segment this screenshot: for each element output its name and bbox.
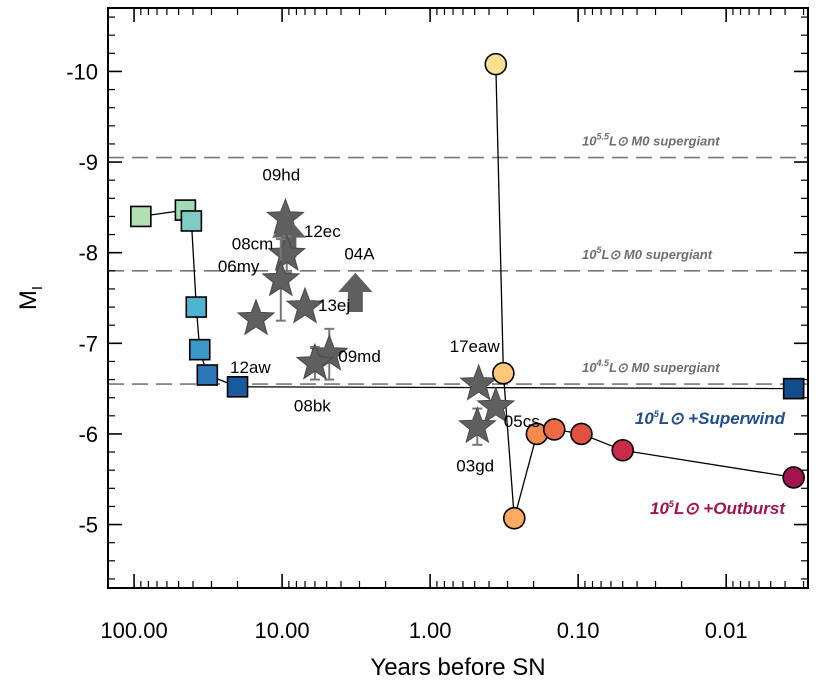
series-1-marker-6 (611, 438, 635, 462)
series-line-1 (495, 64, 794, 519)
progenitor-label-17eaw: 17eaw (450, 337, 501, 356)
series-label-0: 105L⊙ +Superwind (635, 409, 786, 428)
y-tick-label-0: -10 (66, 59, 98, 84)
series-0-marker-2 (180, 210, 203, 232)
x-tick-label-2: 1.00 (409, 618, 452, 643)
series-1-marker-1 (492, 361, 515, 385)
star-03gd (457, 406, 497, 444)
y-tick-label-5: -5 (78, 513, 98, 538)
progenitor-label-05cs: 05cs (504, 412, 540, 431)
reference-label-2: 104.5L⊙ M0 supergiant (582, 358, 720, 375)
star-12aw (236, 298, 276, 336)
progenitor-03gd (457, 406, 497, 446)
series-1-marker-2 (502, 506, 526, 530)
progenitor-label-13ej: 13ej (318, 296, 350, 315)
series-0-marker-3 (185, 296, 208, 318)
progenitor-08bk (295, 342, 335, 381)
series-0-marker-7 (782, 377, 805, 400)
reference-label-0: 105.5L⊙ M0 supergiant (582, 132, 720, 149)
progenitor-label-08cm: 08cm (232, 235, 274, 254)
progenitor-stars (236, 197, 516, 446)
star-08bk (295, 342, 335, 380)
star-08cm (267, 234, 307, 272)
series-1-marker-0 (484, 52, 508, 76)
series-1-marker-5 (570, 422, 593, 446)
progenitor-06my (261, 238, 301, 322)
progenitor-17eaw (459, 363, 499, 401)
series-label-1: 105L⊙ +Outburst (650, 499, 786, 518)
progenitor-label-09hd: 09hd (262, 165, 300, 184)
progenitor-05cs (476, 386, 516, 424)
progenitor-label-08bk: 08bk (294, 396, 331, 415)
progenitor-label-12aw: 12aw (230, 358, 271, 377)
x-axis-title: Years before SN (370, 654, 545, 681)
progenitor-label-03gd: 03gd (456, 457, 494, 476)
x-tick-label-1: 10.00 (255, 618, 310, 643)
y-tick-label-4: -6 (78, 422, 98, 447)
star-13ej (285, 286, 325, 324)
plot-frame (107, 7, 809, 589)
progenitor-04A (338, 272, 373, 312)
x-tick-label-3: 0.10 (557, 618, 600, 643)
axes: 100.00 10.00 1.00 0.10 0.01 -10 -9 -8 -7 -6 -5Year… (15, 8, 808, 681)
y-tick-label-3: -7 (78, 331, 98, 356)
x-tick-label-0: 100.00 (100, 618, 167, 643)
star-06my (261, 259, 301, 297)
series-1-marker-4 (542, 418, 566, 441)
y-tick-label-1: -9 (78, 150, 98, 175)
upper-limit-arrow-04A (338, 272, 373, 312)
progenitor-label-09md: 09md (338, 347, 381, 366)
progenitor-13ej (285, 286, 325, 324)
reference-lines: 105.5L⊙ M0 supergiant 105L⊙ M0 supergiant… (108, 132, 808, 385)
y-axis-title: MI (15, 286, 46, 310)
progenitor-12aw (236, 298, 276, 336)
y-tick-label-2: -8 (78, 241, 98, 266)
model-track-lines (140, 64, 794, 519)
series-1-marker-7 (782, 466, 805, 489)
series-0-marker-4 (188, 338, 211, 361)
progenitor-label-06my: 06my (218, 257, 260, 276)
series-0-marker-5 (196, 364, 219, 386)
series-0-marker-0 (130, 205, 152, 228)
reference-label-1: 105L⊙ M0 supergiant (582, 245, 713, 262)
progenitor-label-04A: 04A (344, 244, 375, 263)
star-05cs (476, 386, 516, 424)
model-markers (130, 52, 805, 530)
progenitor-08cm (267, 234, 307, 274)
progenitor-label-12ec: 12ec (304, 222, 341, 241)
x-tick-label-4: 0.01 (705, 618, 748, 643)
series-0-marker-6 (226, 376, 249, 398)
star-17eaw (459, 363, 499, 401)
